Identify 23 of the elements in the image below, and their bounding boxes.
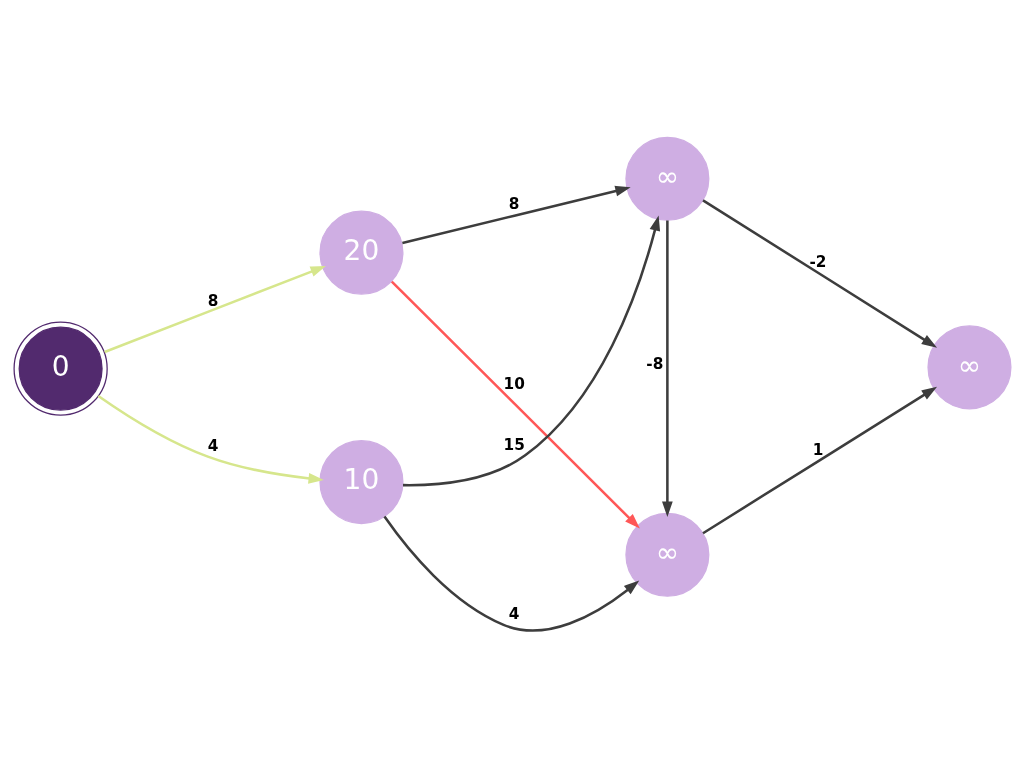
arrow: [701, 199, 937, 348]
edge-label: 1: [812, 440, 823, 459]
edge-label: 4: [207, 436, 218, 455]
edge-label: 10: [503, 374, 525, 393]
edge-label: 8: [207, 291, 218, 310]
edge-label: -2: [809, 253, 826, 272]
arrow: [97, 394, 324, 484]
arrow: [701, 386, 937, 535]
edge-label: 4: [508, 605, 519, 624]
node-circle: ∞: [624, 136, 709, 221]
node-circle: 20: [318, 210, 403, 295]
edge-label: 8: [508, 194, 519, 213]
node-circle: 0: [12, 321, 108, 416]
arrow: [402, 215, 660, 487]
node-circle: 10: [318, 440, 403, 525]
arrow: [401, 185, 631, 245]
arrow: [661, 220, 673, 517]
arrow: [103, 266, 326, 354]
edge-label: -8: [645, 355, 663, 374]
arrow: [382, 515, 639, 632]
node-circle: ∞: [926, 325, 1012, 410]
arrow: [390, 280, 640, 529]
edge-label: 15: [503, 435, 525, 454]
